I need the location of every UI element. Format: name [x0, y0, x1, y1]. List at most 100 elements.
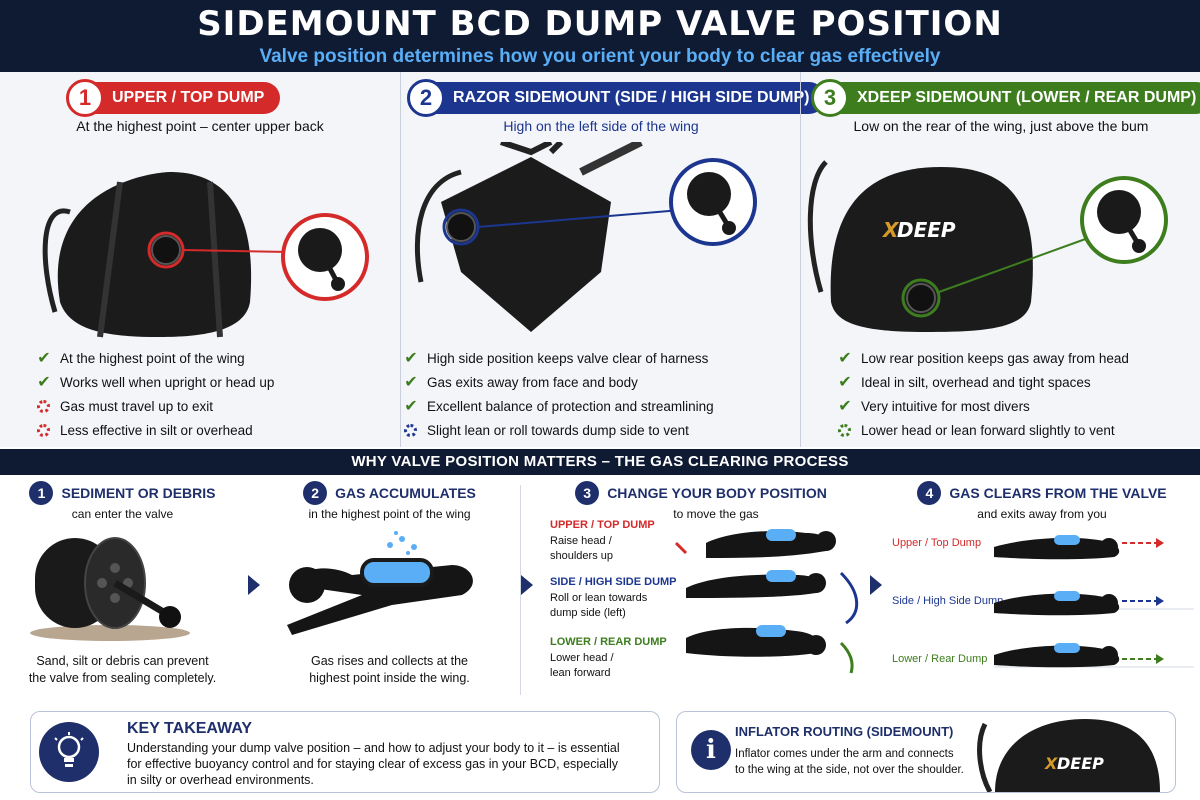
step-gas-clears: 4 GAS CLEARS FROM THE VALVE and exits aw… — [884, 475, 1200, 705]
page-subtitle: Valve position determines how you orient… — [259, 46, 941, 67]
xdeep-logo: X — [1044, 754, 1058, 773]
inflator-line: to the wing at the side, not over the sh… — [735, 764, 964, 776]
check-row: Slight lean or roll towards dump side to… — [401, 418, 714, 442]
caution-circle-icon — [37, 423, 50, 437]
step-2-subtitle: in the highest point of the wing — [308, 507, 471, 521]
next-arrow-icon — [870, 575, 882, 595]
inflator-line: Inflator comes under the arm and connect… — [735, 748, 954, 760]
check-text: Ideal in silt, overhead and tight spaces — [861, 374, 1091, 390]
panel-rear-dump: 3 XDEEP SIDEMOUNT (LOWER / REAR DUMP) Lo… — [800, 72, 1200, 447]
panel-1-number: 1 — [66, 79, 104, 117]
panel-2-pill: 2 RAZOR SIDEMOUNT (SIDE / HIGH SIDE DUMP… — [407, 79, 826, 117]
check-row: Less effective in silt or overhead — [34, 418, 274, 442]
step-sediment: 1 SEDIMENT OR DEBRIS can enter the valve… — [0, 475, 245, 705]
check-icon: ✔ — [404, 374, 418, 391]
gas-clearing-divers-illustration — [994, 535, 1194, 668]
inflator-routing-box: i INFLATOR ROUTING (SIDEMOUNT) Inflator … — [676, 711, 1176, 793]
panel-1-checklist: ✔ At the highest point of the wing ✔ Wor… — [34, 346, 274, 442]
check-text: Slight lean or roll towards dump side to… — [427, 422, 689, 438]
caption-line: the valve from sealing completely. — [28, 671, 217, 685]
desc-line: dump side (left) — [550, 607, 626, 619]
panel-upper-dump: 1 UPPER / TOP DUMP At the highest point … — [0, 72, 400, 447]
step-1-number: 1 — [29, 481, 54, 505]
dump-upper-label: Upper / Top Dump — [892, 537, 982, 549]
inflator-title: INFLATOR ROUTING (SIDEMOUNT) — [735, 724, 954, 739]
step-gas-accumulates: 2 GAS ACCUMULATES in the highest point o… — [262, 475, 517, 705]
next-arrow-icon — [521, 575, 533, 595]
panel-3-pill: 3 XDEEP SIDEMOUNT (LOWER / REAR DUMP) — [811, 79, 1200, 117]
step-4-title: GAS CLEARS FROM THE VALVE — [949, 485, 1167, 501]
dump-valve-debris-illustration — [30, 537, 190, 641]
step-1-subtitle: can enter the valve — [71, 507, 174, 521]
key-takeaway-title: KEY TAKEAWAY — [127, 720, 253, 737]
desc-line: lean forward — [550, 667, 611, 679]
check-row: ✔ High side position keeps valve clear o… — [401, 346, 714, 370]
caption-line: Gas rises and collects at the — [310, 654, 469, 668]
rear-dump-bcd-illustration: X DEEP — [807, 160, 1168, 332]
position-lower-label: LOWER / REAR DUMP — [550, 636, 667, 648]
desc-line: Raise head / — [550, 535, 612, 547]
lower-arrow-icon — [839, 641, 854, 674]
check-text: Gas exits away from face and body — [427, 374, 638, 390]
header: SIDEMOUNT BCD DUMP VALVE POSITION Valve … — [0, 0, 1200, 72]
panel-2-number: 2 — [407, 79, 445, 117]
panel-2-checklist: ✔ High side position keeps valve clear o… — [401, 346, 714, 442]
caption-line: Sand, silt or debris can prevent — [36, 654, 209, 668]
check-icon: ✔ — [838, 398, 852, 415]
check-text: Low rear position keeps gas away from he… — [861, 350, 1129, 366]
step-2-caption: Gas rises and collects at the highest po… — [262, 653, 517, 687]
check-icon: ✔ — [404, 350, 418, 367]
panel-3-subtitle: Low on the rear of the wing, just above … — [853, 118, 1149, 134]
key-takeaway-text: Understanding your dump valve position –… — [127, 740, 620, 788]
panel-1-pill: 1 UPPER / TOP DUMP — [66, 79, 281, 117]
xdeep-logo-text: DEEP — [897, 218, 956, 242]
check-row: ✔ Low rear position keeps gas away from … — [835, 346, 1129, 370]
step-3-subtitle: to move the gas — [673, 507, 759, 521]
check-text: Very intuitive for most divers — [861, 398, 1030, 414]
raise-arrow-icon — [674, 541, 688, 555]
inflator-text: Inflator comes under the arm and connect… — [735, 746, 964, 778]
step-body-position: 3 CHANGE YOUR BODY POSITION to move the … — [536, 475, 866, 705]
position-upper-desc: Raise head / shoulders up — [550, 534, 613, 564]
check-row: ✔ At the highest point of the wing — [34, 346, 274, 370]
panel-3-checklist: ✔ Low rear position keeps gas away from … — [835, 346, 1129, 442]
panel-side-dump: 2 RAZOR SIDEMOUNT (SIDE / HIGH SIDE DUMP… — [400, 72, 826, 447]
check-text: At the highest point of the wing — [60, 350, 245, 366]
page-title: SIDEMOUNT BCD DUMP VALVE POSITION — [197, 4, 1003, 44]
diver-gas-illustration — [287, 531, 473, 635]
check-icon: ✔ — [37, 350, 51, 367]
check-text: Works well when upright or head up — [60, 374, 275, 390]
step-4-number: 4 — [917, 481, 942, 505]
step-4-subtitle: and exits away from you — [977, 507, 1107, 521]
info-icon: i — [691, 730, 731, 770]
panel-1-title: UPPER / TOP DUMP — [112, 89, 265, 106]
xdeep-logo-text: DEEP — [1057, 754, 1104, 773]
check-row: ✔ Ideal in silt, overhead and tight spac… — [835, 370, 1129, 394]
check-icon: ✔ — [404, 398, 418, 415]
check-text: Gas must travel up to exit — [60, 398, 214, 414]
next-arrow-icon — [248, 575, 260, 595]
panel-1-subtitle: At the highest point – center upper back — [76, 118, 324, 134]
info-circle-icon — [404, 423, 417, 437]
step-1-title: SEDIMENT OR DEBRIS — [61, 485, 216, 501]
valve-position-panels: 1 UPPER / TOP DUMP At the highest point … — [0, 72, 1200, 447]
check-icon: ✔ — [37, 374, 51, 391]
takeaway-line: in silty or overhead environments. — [127, 773, 314, 787]
step-2-number: 2 — [303, 481, 328, 505]
position-side-label: SIDE / HIGH SIDE DUMP — [550, 576, 677, 588]
xdeep-bcd-illustration: X DEEP — [977, 719, 1160, 792]
step-3-title: CHANGE YOUR BODY POSITION — [607, 485, 827, 501]
panel-3-title: XDEEP SIDEMOUNT (LOWER / REAR DUMP) — [857, 89, 1197, 106]
panel-3-number: 3 — [811, 79, 849, 117]
step-2-title: GAS ACCUMULATES — [335, 485, 476, 501]
dump-lower-label: Lower / Rear Dump — [892, 653, 988, 665]
lightbulb-icon — [39, 722, 99, 782]
position-upper-label: UPPER / TOP DUMP — [550, 519, 655, 531]
key-takeaway-box: KEY TAKEAWAY Understanding your dump val… — [30, 711, 660, 793]
info-circle-icon — [838, 423, 851, 437]
check-text: High side position keeps valve clear of … — [427, 350, 709, 366]
body-position-divers-illustration — [674, 529, 859, 674]
top-dump-bcd-illustration — [42, 172, 369, 338]
dump-side-label: Side / High Side Dump — [892, 595, 1004, 607]
check-icon: ✔ — [838, 374, 852, 391]
